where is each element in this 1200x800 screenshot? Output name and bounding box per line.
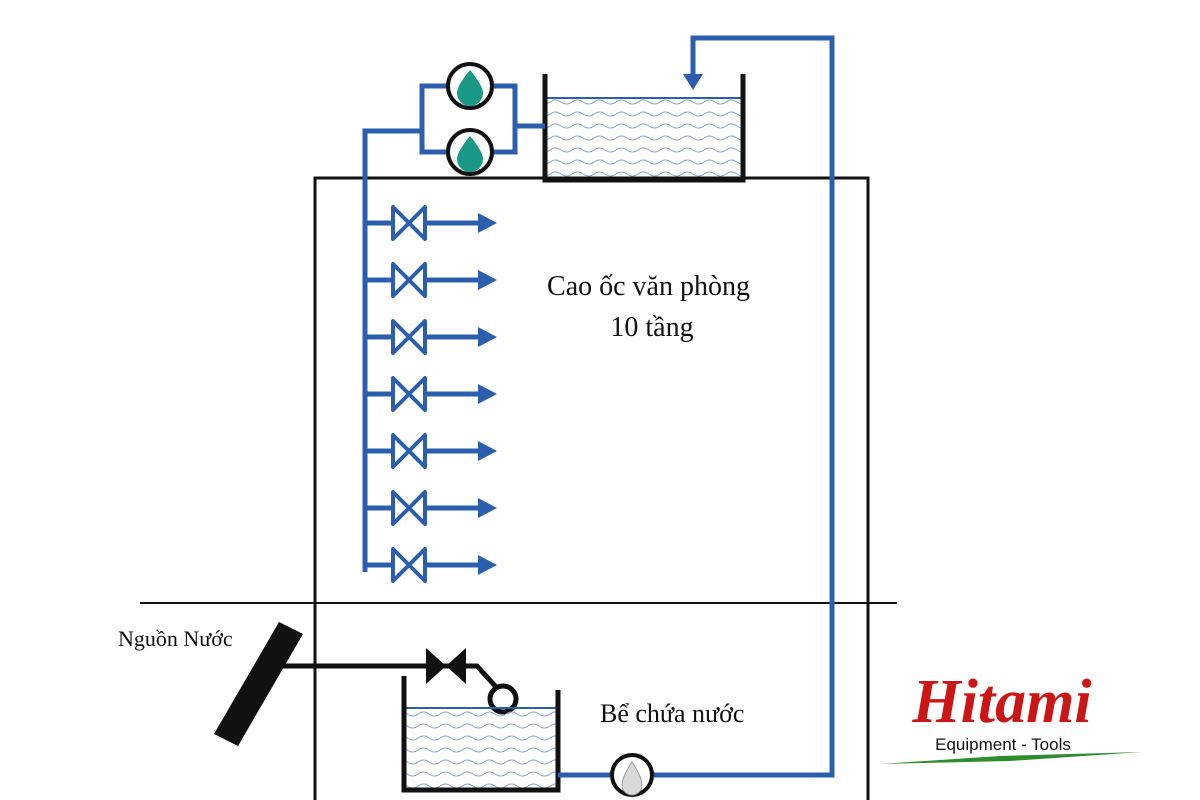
floor-outlet (365, 547, 497, 583)
floor-outlet (365, 433, 497, 469)
building-label-line-1: Cao ốc văn phòng (547, 271, 750, 302)
floor-outlet (365, 490, 497, 526)
return-arrow-head (683, 74, 703, 90)
floor-outlet (365, 319, 497, 355)
floor-arrow-head (478, 327, 497, 347)
roof-pump-loop (362, 83, 545, 572)
floor-valve-icon (391, 433, 427, 469)
floor-arrow-head (478, 384, 497, 404)
floor-arrow-head (478, 213, 497, 233)
floor-arrow-head (478, 441, 497, 461)
return-pipe (640, 35, 835, 778)
building-label-line-2: 10 tầng (610, 312, 693, 343)
floor-valve-icon (391, 319, 427, 355)
storage-tank-label: Bể chứa nước (600, 699, 744, 728)
logo-swoosh (880, 752, 1142, 764)
floor-arrow-head (478, 555, 497, 575)
floor-valve-icon (391, 205, 427, 241)
floor-outlet (365, 262, 497, 298)
inlet-valve-icon (426, 648, 466, 684)
water-source: Nguồn Nước (118, 622, 519, 746)
roof-tank (542, 74, 746, 183)
logo-tagline: Equipment - Tools (935, 735, 1071, 754)
building-label: Cao ốc văn phòng 10 tầng (547, 271, 757, 343)
logo-wordmark: Hitami (911, 668, 1091, 736)
floor-outlet (365, 376, 497, 412)
floor-valve-icon (391, 547, 427, 583)
roof-pump-icon (446, 62, 494, 110)
water-source-intake (214, 622, 303, 746)
hitami-logo: Hitami Equipment - Tools (880, 668, 1142, 764)
lower-pump-icon (610, 753, 654, 797)
water-source-label: Nguồn Nước (118, 626, 233, 651)
floor-valve-icon (391, 490, 427, 526)
floor-arrow-head (478, 270, 497, 290)
floor-outlet (365, 205, 497, 241)
floor-arrow-head (478, 498, 497, 518)
roof-pump-icon (446, 128, 494, 176)
storage-tank: Bể chứa nước (401, 676, 744, 793)
floor-valve-icon (391, 262, 427, 298)
floor-valve-icon (391, 376, 427, 412)
